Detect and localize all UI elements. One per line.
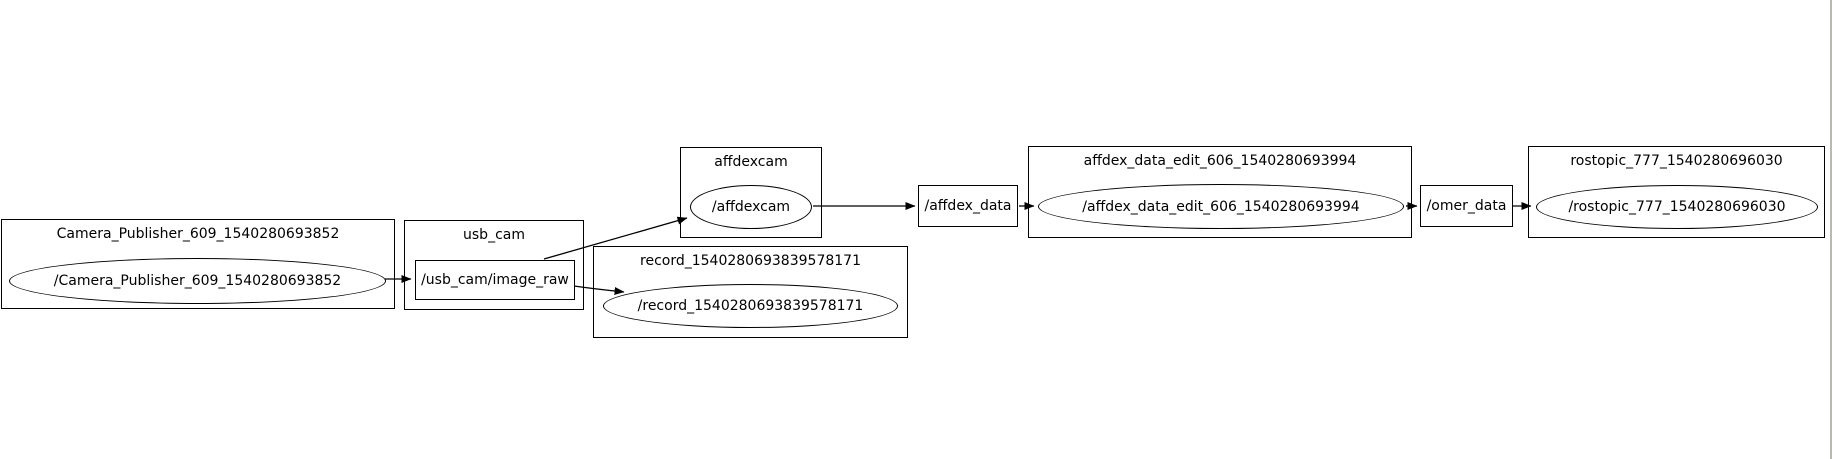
node-ellipse-camera-publisher: /Camera_Publisher_609_1540280693852 (9, 258, 386, 304)
topic-rect-usb-cam-image-raw: /usb_cam/image_raw (415, 260, 575, 300)
pane-divider (1830, 0, 1832, 459)
node-ellipse-affdexcam: /affdexcam (690, 185, 812, 229)
cluster-affdex-data-edit-title: affdex_data_edit_606_1540280693994 (1083, 153, 1357, 169)
cluster-affdexcam: affdexcam /affdexcam (680, 147, 822, 238)
cluster-usb-cam: usb_cam /usb_cam/image_raw (404, 220, 584, 310)
cluster-usb-cam-title: usb_cam (463, 227, 525, 243)
cluster-rostopic-title: rostopic_777_1540280696030 (1570, 153, 1783, 169)
cluster-affdex-data-edit: affdex_data_edit_606_1540280693994 /affd… (1028, 146, 1412, 238)
topic-rect-omer-data: /omer_data (1420, 185, 1513, 227)
cluster-affdexcam-title: affdexcam (714, 154, 788, 170)
cluster-camera-publisher-title: Camera_Publisher_609_1540280693852 (56, 226, 340, 242)
cluster-camera-publisher: Camera_Publisher_609_1540280693852 /Came… (1, 219, 395, 309)
cluster-record: record_1540280693839578171 /record_15402… (593, 246, 908, 338)
node-ellipse-affdex-data-edit: /affdex_data_edit_606_1540280693994 (1038, 184, 1404, 229)
cluster-rostopic: rostopic_777_1540280696030 /rostopic_777… (1528, 146, 1825, 238)
node-ellipse-record: /record_1540280693839578171 (603, 284, 898, 328)
cluster-record-title: record_1540280693839578171 (640, 253, 861, 269)
node-ellipse-rostopic: /rostopic_777_1540280696030 (1536, 185, 1818, 229)
topic-rect-affdex-data: /affdex_data (918, 185, 1018, 227)
